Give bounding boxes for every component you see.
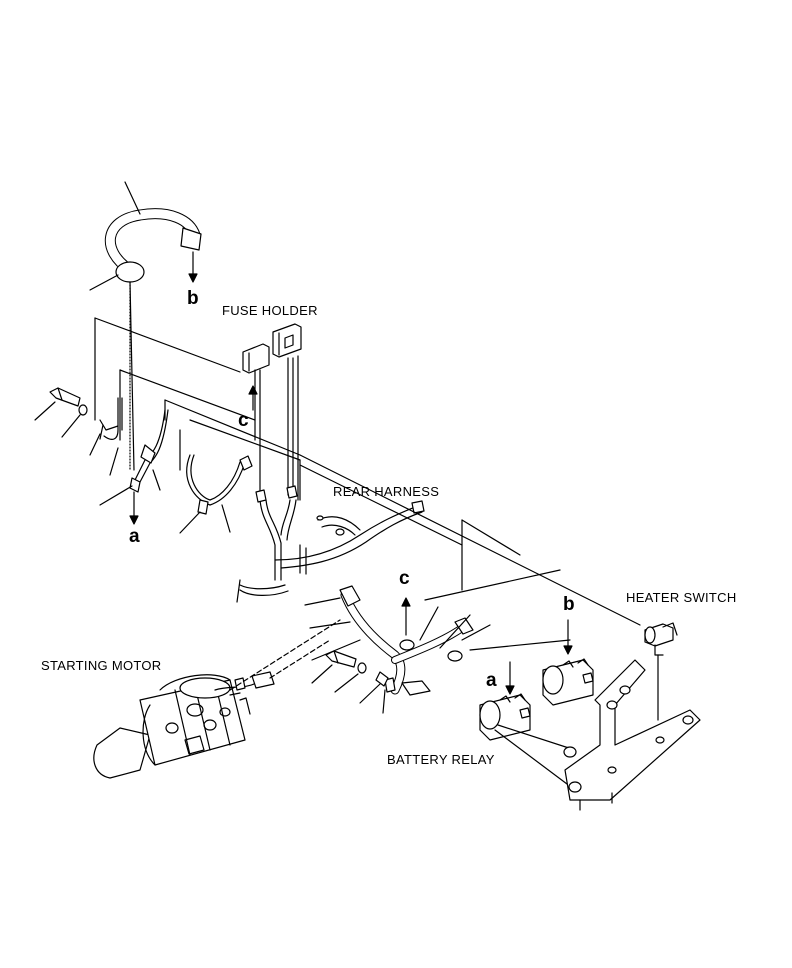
battery-relay-b bbox=[543, 620, 593, 705]
fuse-holder-label: FUSE HOLDER bbox=[222, 303, 318, 318]
battery-cable-middle bbox=[305, 586, 490, 695]
callout-a-left: a bbox=[129, 526, 140, 547]
battery-relay-a bbox=[480, 662, 575, 790]
bolt-left bbox=[35, 388, 87, 437]
mounting-bracket bbox=[564, 660, 700, 810]
rear-harness-label: REAR HARNESS bbox=[333, 484, 440, 499]
battery-relay-label: BATTERY RELAY bbox=[387, 752, 495, 767]
rear-harness bbox=[237, 486, 424, 602]
loop-wire-middle bbox=[180, 455, 252, 533]
callout-c-fuse: c bbox=[238, 410, 249, 431]
callout-b-relay: b bbox=[563, 594, 575, 615]
callout-b-top: b bbox=[187, 288, 199, 309]
starting-motor-label: STARTING MOTOR bbox=[41, 658, 162, 673]
callout-c-middle: c bbox=[399, 568, 410, 589]
phantom-frame-right bbox=[300, 455, 640, 650]
bent-cable-b bbox=[90, 182, 201, 470]
bolt-middle bbox=[312, 651, 388, 713]
heater-switch bbox=[645, 623, 677, 720]
phantom-frame-left bbox=[95, 318, 300, 470]
fuse-holder bbox=[243, 324, 301, 500]
heater-switch-label: HEATER SWITCH bbox=[626, 590, 737, 605]
ground-cables-left bbox=[90, 398, 168, 524]
callout-a-relay: a bbox=[486, 670, 497, 691]
starting-motor bbox=[94, 620, 340, 778]
